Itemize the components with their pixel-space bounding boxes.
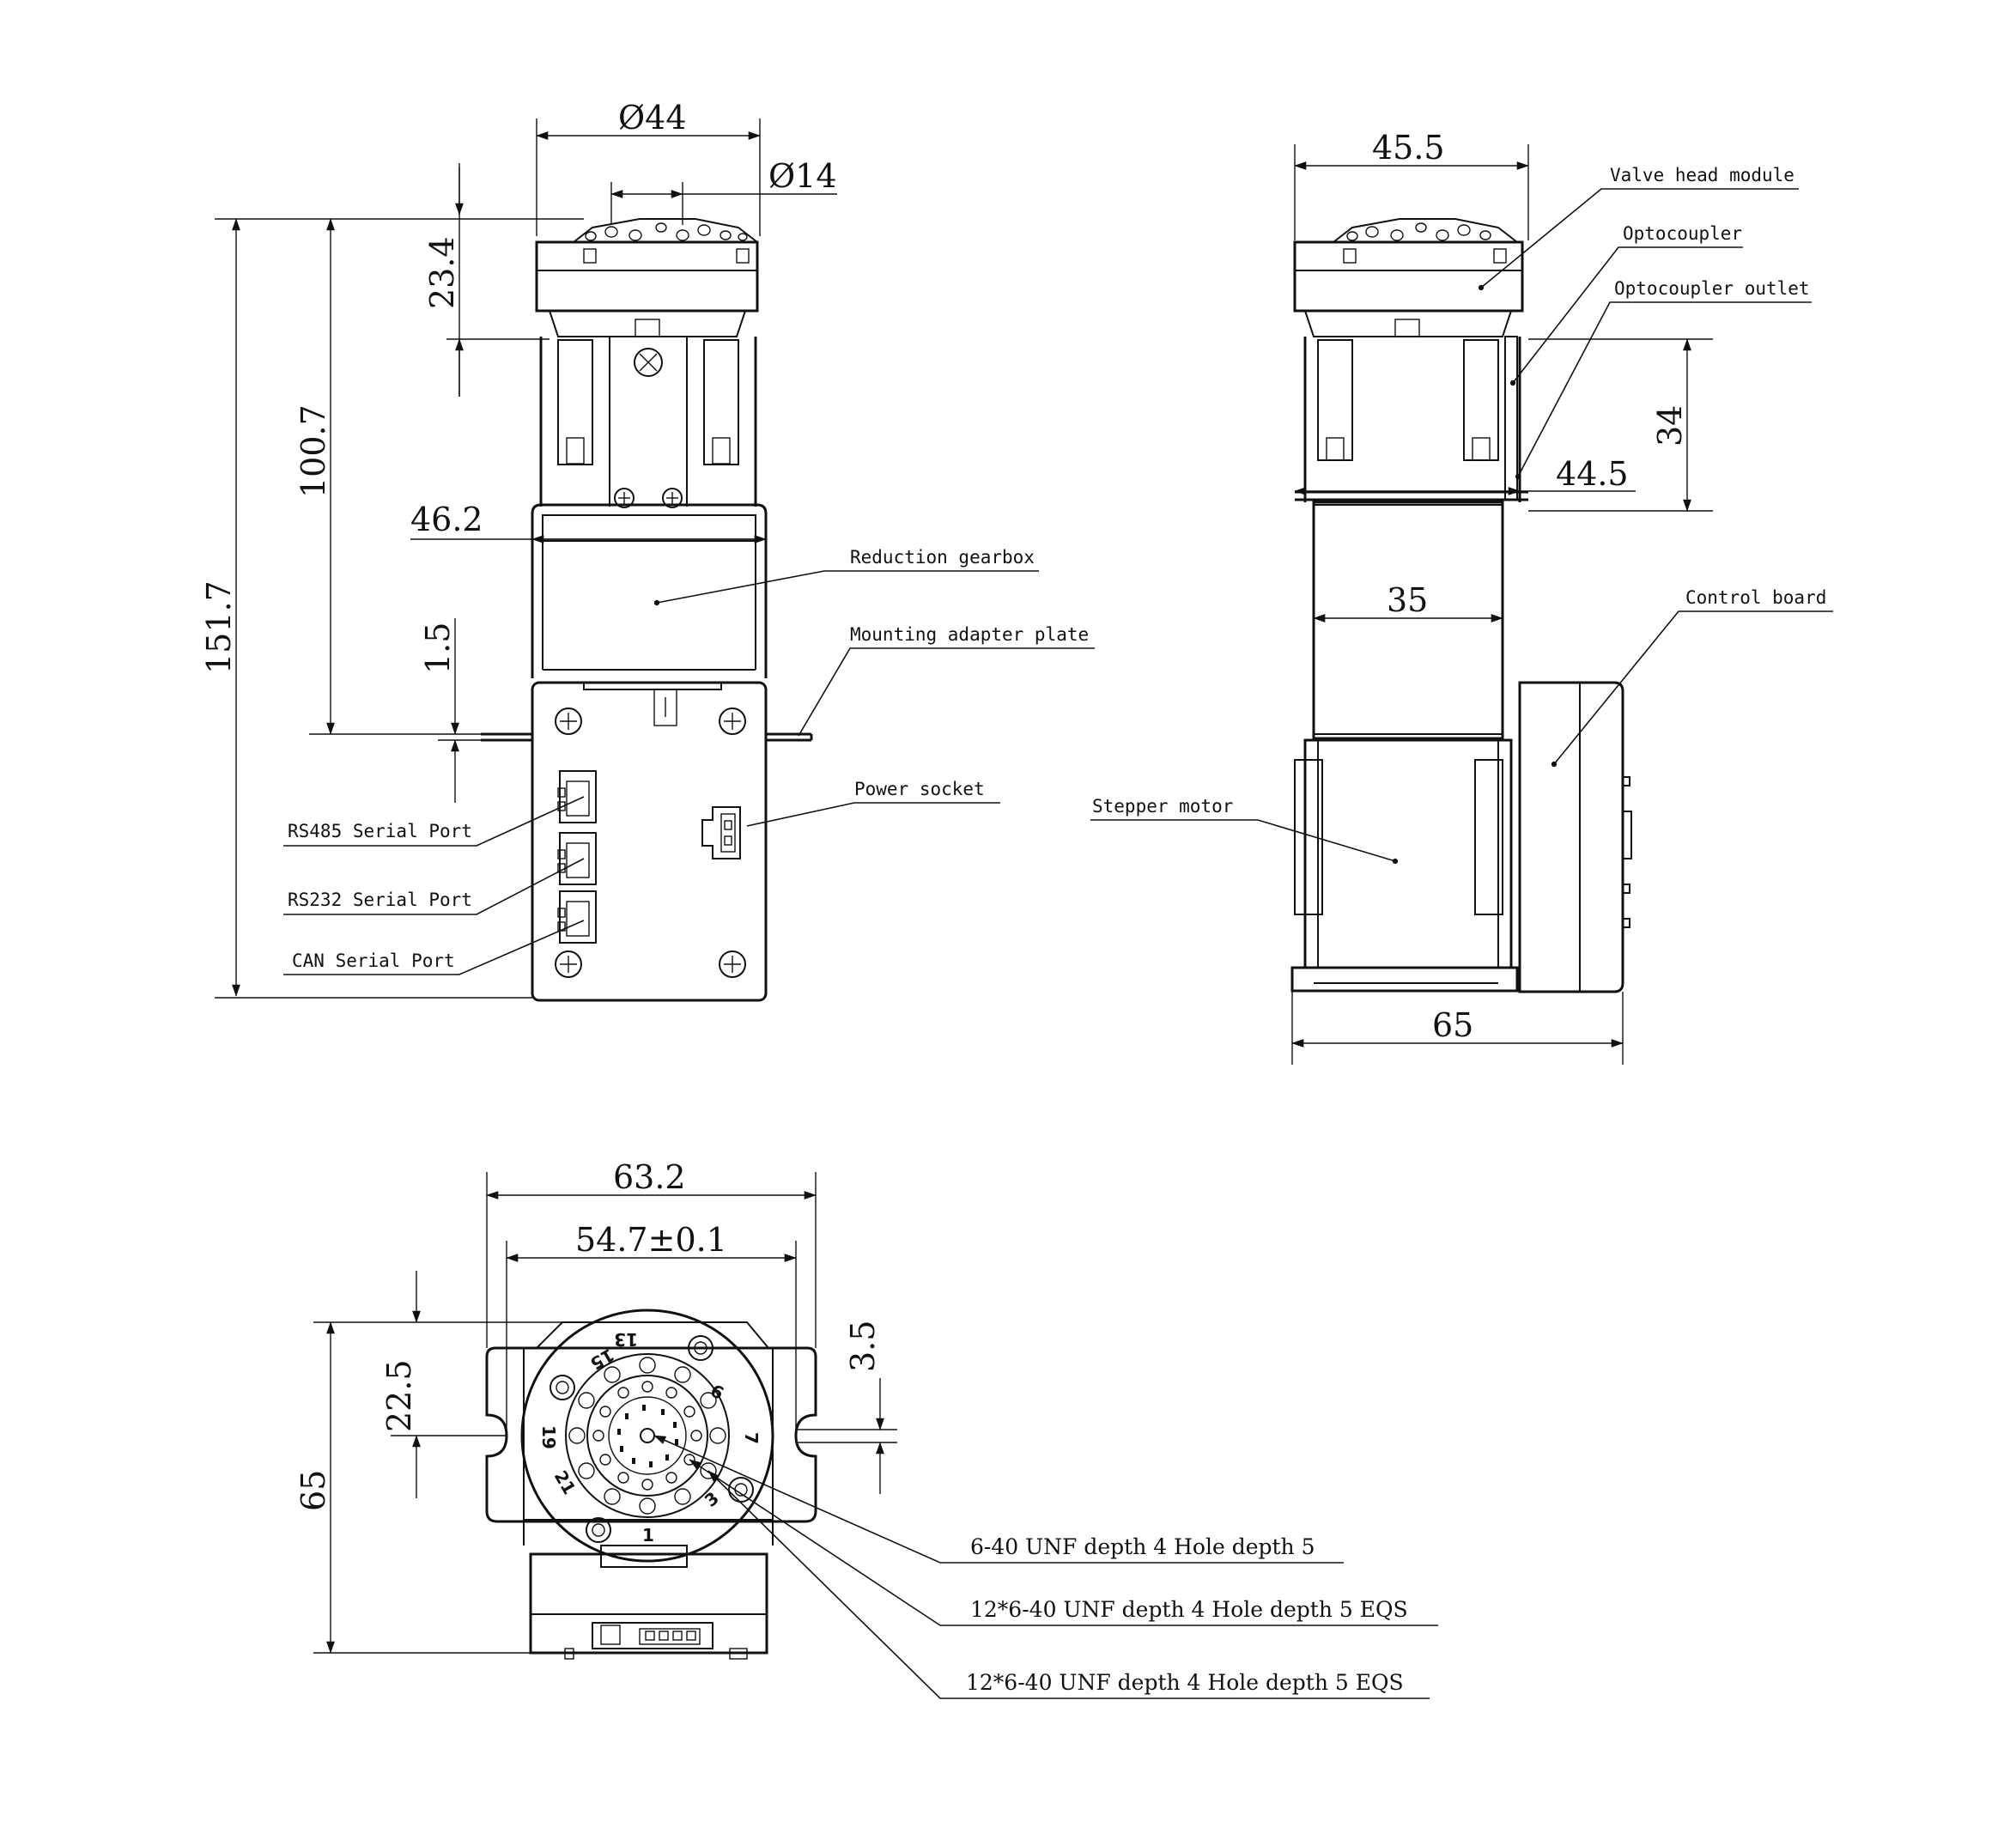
port-number-19: 19 xyxy=(538,1425,559,1449)
dim-34: 34 xyxy=(1651,405,1689,446)
label-can: CAN Serial Port xyxy=(292,950,455,971)
bracket-screws xyxy=(614,348,683,508)
outer-ports xyxy=(568,1357,726,1515)
port-number-13: 13 xyxy=(614,1329,638,1350)
dim-23-4: 23.4 xyxy=(423,236,461,309)
dim-1-5: 1.5 xyxy=(419,622,457,674)
dim-63-2: 63.2 xyxy=(613,1158,686,1196)
port-number-1: 1 xyxy=(642,1525,654,1546)
side-leaders xyxy=(1090,188,1833,865)
label-hole-inner: 12*6-40 UNF depth 4 Hole depth 5 EQS xyxy=(970,1597,1408,1622)
dim-35: 35 xyxy=(1387,581,1428,619)
label-power-socket: Power socket xyxy=(854,779,985,799)
box-screws xyxy=(555,708,746,978)
dim-65-bottom: 65 xyxy=(295,1470,332,1511)
dim-54-7: 54.7±0.1 xyxy=(575,1221,727,1259)
port-number-3: 3 xyxy=(701,1487,723,1510)
dim-44-5: 44.5 xyxy=(1556,455,1629,493)
dim-d14: Ø14 xyxy=(768,157,837,195)
side-valve-holes xyxy=(1346,222,1491,241)
serial-port-connectors xyxy=(557,770,597,944)
label-rs232: RS232 Serial Port xyxy=(288,890,472,910)
port-number-7: 7 xyxy=(741,1432,762,1444)
dim-100-7: 100.7 xyxy=(295,404,332,498)
dim-22-5: 22.5 xyxy=(380,1359,418,1432)
label-valve-head-module: Valve head module xyxy=(1610,165,1794,185)
inner-ports xyxy=(592,1381,702,1491)
inner-marks xyxy=(617,1405,678,1467)
label-mounting-adapter-plate: Mounting adapter plate xyxy=(850,624,1089,645)
label-optocoupler: Optocoupler xyxy=(1623,223,1742,244)
label-stepper-motor: Stepper motor xyxy=(1092,796,1233,817)
side-view: 45.5 34 44.5 35 65 Valve head module Opt… xyxy=(1090,129,1833,1065)
dim-d44: Ø44 xyxy=(618,99,687,137)
side-dimensions xyxy=(1291,144,1713,1065)
dim-46-2: 46.2 xyxy=(410,501,483,538)
power-socket xyxy=(701,806,741,859)
bottom-dimensions xyxy=(313,1172,897,1654)
front-leaders xyxy=(283,570,1095,975)
front-view: Ø44 Ø14 23.4 100.7 151.7 46.2 1.5 Reduct… xyxy=(200,99,1095,1002)
dim-151-7: 151.7 xyxy=(200,580,238,674)
bottom-view: 13 15 9 7 19 21 3 1 xyxy=(295,1158,1438,1699)
dim-45-5: 45.5 xyxy=(1372,129,1445,167)
dim-3-5: 3.5 xyxy=(844,1321,882,1372)
label-hole-center: 6-40 UNF depth 4 Hole depth 5 xyxy=(970,1534,1315,1559)
label-optocoupler-outlet: Optocoupler outlet xyxy=(1614,278,1810,299)
valve-head-holes xyxy=(585,222,748,241)
label-control-board: Control board xyxy=(1685,587,1826,608)
label-rs485: RS485 Serial Port xyxy=(288,821,472,841)
dim-65-side: 65 xyxy=(1432,1006,1473,1044)
label-reduction-gearbox: Reduction gearbox xyxy=(850,547,1035,568)
port-number-21: 21 xyxy=(550,1467,580,1498)
bottom-leaders xyxy=(653,1435,1438,1699)
label-hole-outer: 12*6-40 UNF depth 4 Hole depth 5 EQS xyxy=(966,1670,1404,1695)
front-dimensions xyxy=(215,118,837,999)
